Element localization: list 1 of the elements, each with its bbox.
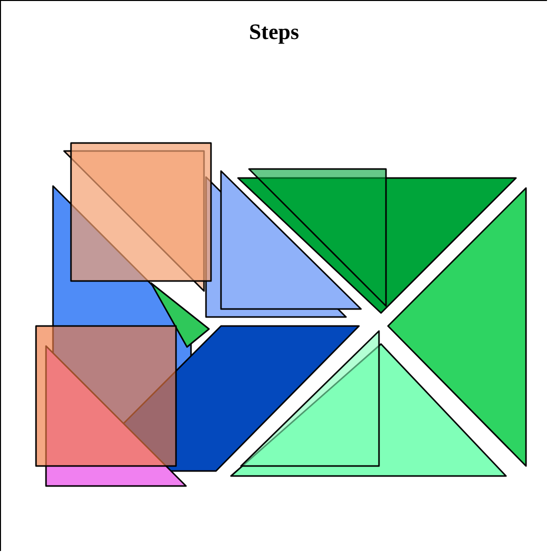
title: Steps [248, 19, 300, 45]
